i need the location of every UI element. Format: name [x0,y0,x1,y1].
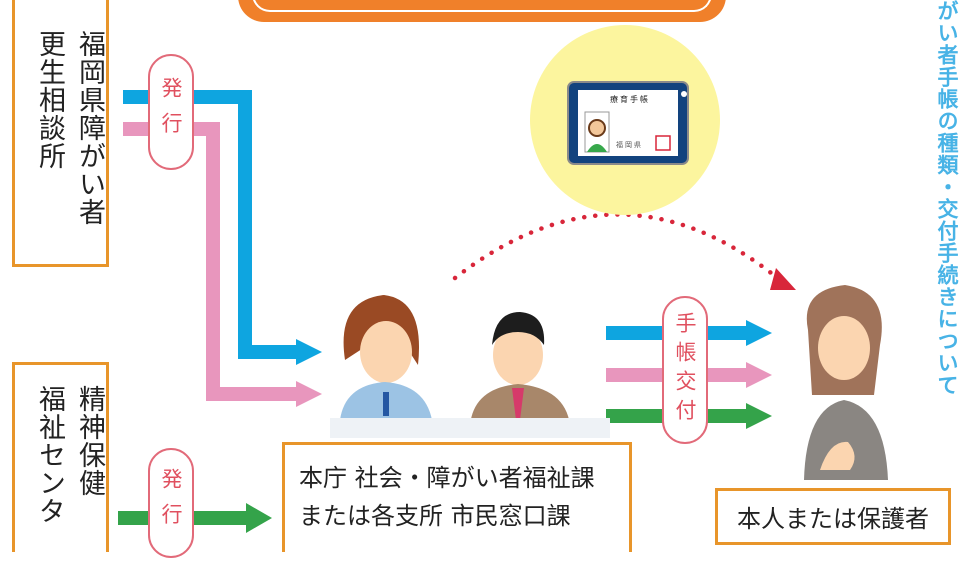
source2-line-1: 精神保健 [74,385,105,497]
recipient-illustration [804,285,888,480]
dotted-arc-head [770,268,796,290]
desk [330,418,610,438]
handover-green-head [746,403,772,429]
source2-text: 精神保健 福祉センタ [29,385,109,565]
staff-man-illustration [470,312,570,425]
handover-label: 手帳交付 [662,296,708,444]
card-title: 療育手帳 [610,95,650,104]
staff-woman-illustration [340,295,432,420]
office-line-1: 本庁 社会・障がい者福祉課 [299,464,595,492]
flow-arrows [118,25,888,533]
office-line-2: または各支所 市民窓口課 [299,502,571,530]
source1-line-2: 更生相談所 [34,30,65,170]
office-box: 本庁 社会・障がい者福祉課 または各支所 市民窓口課 [282,442,632,552]
office-text: 本庁 社会・障がい者福祉課 または各支所 市民窓口課 [299,459,595,535]
side-title: がい者手帳の種類・交付手続きについて [935,0,959,396]
blue-arrowhead [296,339,322,365]
source-box-1: 福岡県障がい者 更生相談所 [12,0,109,267]
handover-pink-head [746,362,772,388]
issue-label-1: 発行 [148,54,194,170]
recipient-label: 本人または保護者 [737,505,929,533]
source-box-2: 精神保健 福祉センタ [12,362,109,552]
recipient-box: 本人または保護者 [715,488,951,545]
dotted-arc [452,212,783,283]
issue-label-2: 発行 [148,448,194,558]
title-banner [238,0,726,22]
source1-text: 福岡県障がい者 更生相談所 [29,30,109,260]
green-arrowhead [246,503,272,533]
source2-line-2: 福祉センタ [34,385,65,525]
card-seal [655,135,671,151]
card-issuer: 福岡県 [616,141,643,149]
source1-line-1: 福岡県障がい者 [74,30,105,226]
handover-blue-head [746,320,772,346]
pink-arrowhead [296,381,322,407]
